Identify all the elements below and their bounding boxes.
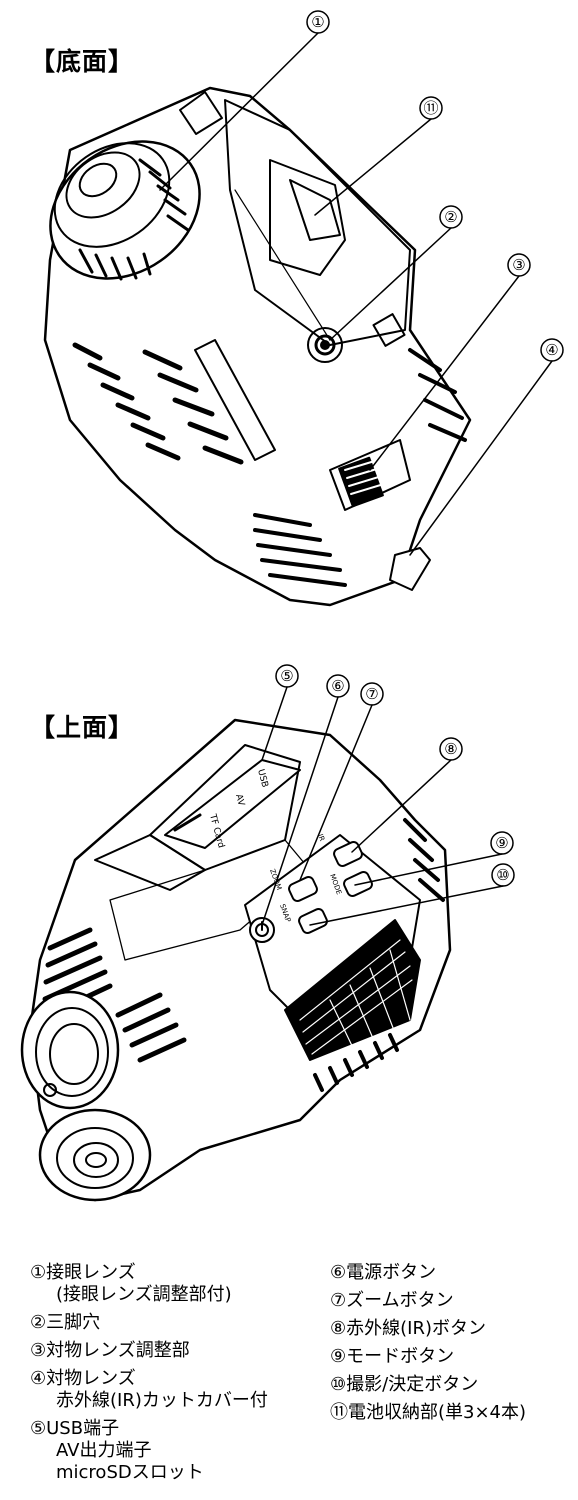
legend-item-ports: ⑤USB端子 AV出力端子 microSDスロット (30, 1418, 268, 1484)
legend-item-ir: ⑧赤外線(IR)ボタン (330, 1318, 526, 1340)
callout-7: ⑦ (365, 685, 378, 703)
bottom-view-title: 【底面】 (30, 47, 135, 76)
legend-item-power: ⑥電源ボタン (330, 1262, 526, 1284)
av-port-label: AV (233, 793, 246, 808)
callout-5: ⑤ (280, 667, 293, 685)
device-diagram: USB AV TF Card ZOOM SNAP MODE IR (20, 10, 564, 1202)
legend-line: 赤外線(IR)カットカバー付 (56, 1390, 268, 1411)
bottom-callouts (159, 10, 564, 556)
legend-line: (接眼レンズ調整部付) (56, 1284, 232, 1305)
legend-line: ⑨モードボタン (330, 1346, 455, 1367)
legend-item-mode: ⑨モードボタン (330, 1346, 526, 1368)
objective-lens-icon (20, 990, 120, 1110)
legend-right: ⑥電源ボタン ⑦ズームボタン ⑧赤外線(IR)ボタン ⑨モードボタン ⑩撮影/決… (330, 1262, 526, 1430)
legend-item-tripod: ②三脚穴 (30, 1312, 268, 1334)
legend-item-shoot: ⑩撮影/決定ボタン (330, 1374, 526, 1396)
legend-line: ⑦ズームボタン (330, 1290, 454, 1311)
callout-4: ④ (545, 341, 558, 359)
callout-6: ⑥ (331, 677, 344, 695)
callout-1: ① (311, 13, 324, 31)
legend-item-objective: ④対物レンズ 赤外線(IR)カットカバー付 (30, 1368, 268, 1412)
callout-10: ⑩ (496, 866, 509, 884)
legend-line: ①接眼レンズ (30, 1262, 136, 1283)
legend-line: ⑥電源ボタン (330, 1262, 437, 1283)
legend-item-objective-adjust: ③対物レンズ調整部 (30, 1340, 268, 1362)
top-view-title: 【上面】 (30, 713, 135, 742)
callout-2: ② (444, 208, 457, 226)
ir-label: IR (316, 833, 326, 842)
legend-line: ⑪電池収納部(単3×4本) (330, 1402, 527, 1423)
eyepiece-lens-icon (49, 140, 201, 281)
usb-port-label: USB (255, 768, 269, 788)
legend-line: ③対物レンズ調整部 (30, 1340, 190, 1361)
power-button-icon (249, 917, 275, 943)
callout-numbers: ① ⑪ ② ③ ④ ⑤ ⑥ ⑦ ⑧ ⑨ ⑩ (280, 13, 558, 884)
legend-item-eyepiece: ①接眼レンズ (接眼レンズ調整部付) (30, 1262, 268, 1306)
legend-line: ④対物レンズ (30, 1368, 136, 1389)
callout-3: ③ (512, 256, 525, 274)
legend-line: microSDスロット (56, 1462, 204, 1483)
port-cover: USB AV TF Card (164, 759, 301, 849)
legend-item-zoom: ⑦ズームボタン (330, 1290, 526, 1312)
eyepiece-ring-icon (38, 1108, 152, 1202)
legend-line: ⑧赤外線(IR)ボタン (330, 1318, 486, 1339)
callout-8: ⑧ (444, 740, 457, 758)
legend-line: ⑤USB端子 (30, 1418, 120, 1439)
callout-9: ⑨ (495, 834, 508, 852)
legend-line: ⑩撮影/決定ボタン (330, 1374, 479, 1395)
legend-line: ②三脚穴 (30, 1312, 101, 1333)
legend-left: ①接眼レンズ (接眼レンズ調整部付) ②三脚穴 ③対物レンズ調整部 ④対物レンズ… (30, 1262, 268, 1490)
legend-line: AV出力端子 (56, 1440, 152, 1461)
callout-11: ⑪ (423, 99, 438, 117)
top-view-device: USB AV TF Card ZOOM SNAP MODE IR (20, 718, 452, 1202)
legend-item-battery: ⑪電池収納部(単3×4本) (330, 1402, 526, 1424)
tripod-hole-icon (307, 327, 343, 363)
objective-adjuster-icon (329, 439, 411, 511)
grip-texture (284, 919, 421, 1061)
bottom-view-device (43, 86, 472, 607)
top-callouts (261, 664, 515, 926)
